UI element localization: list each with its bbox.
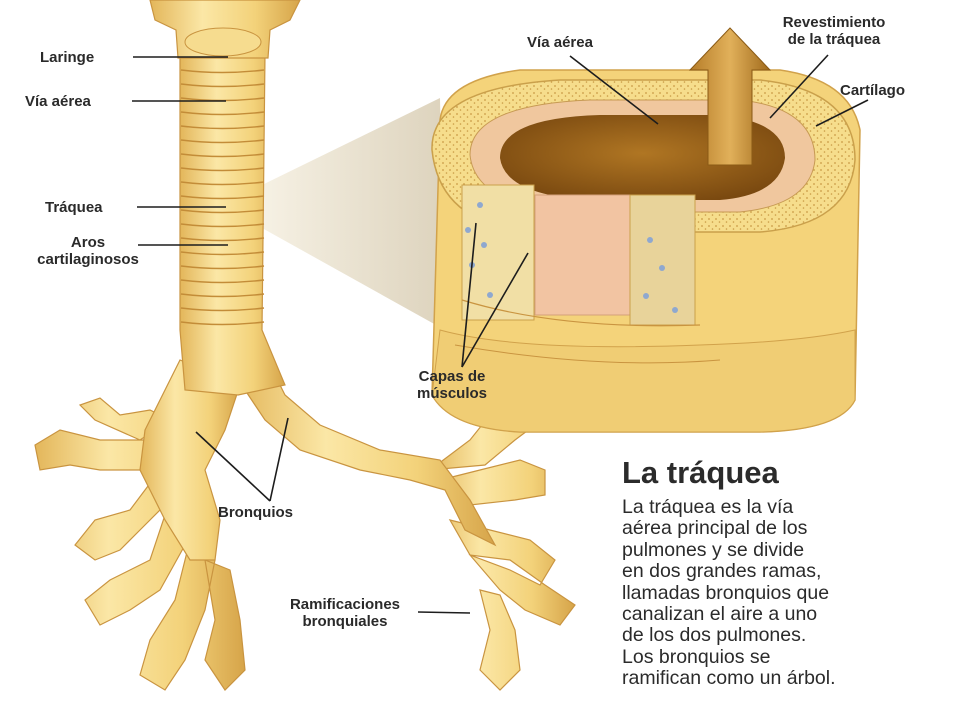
description-body: La tráquea es la vía aérea principal de … [622, 496, 952, 690]
description-title: La tráquea [622, 455, 779, 490]
labels: Laringe Vía aérea Tráquea Aros cartilagi… [25, 14, 905, 630]
cartilage-ring [180, 237, 265, 242]
description-line: pulmones y se divide [622, 538, 805, 561]
label-laringe: Laringe [40, 49, 94, 66]
label-revestimiento-line1: Revestimiento [783, 14, 886, 31]
description-line: en dos grandes ramas, [622, 560, 822, 583]
cartilage-ring [180, 307, 265, 312]
cartilage-ring [180, 293, 265, 298]
label-capas-line2: músculos [417, 385, 487, 402]
label-ramificaciones-line1: Ramificaciones [290, 596, 400, 613]
left-bronchial-branches [34, 397, 246, 691]
description-line: Los bronquios se [622, 645, 771, 668]
muscle-dots [465, 202, 678, 313]
label-traquea: Tráquea [45, 199, 103, 216]
cartilage-ring [180, 83, 265, 88]
description-line: La tráquea es la vía [622, 496, 794, 518]
description-line: llamadas bronquios que [622, 581, 830, 604]
description-line: aérea principal de los [622, 517, 808, 540]
label-via-aerea-inset: Vía aérea [527, 34, 594, 51]
cartilage-ring [180, 111, 265, 116]
label-bronquios: Bronquios [218, 504, 293, 521]
left-main-bronchus [139, 359, 241, 561]
leader-lines [132, 54, 869, 614]
inset-cut-face-right [629, 194, 696, 326]
cartilage-ring [180, 181, 265, 186]
projection-beam [262, 98, 445, 330]
label-capas-line1: Capas de [419, 368, 486, 385]
cartilage-ring [180, 209, 265, 214]
cartilage-ring [180, 167, 265, 172]
label-via-aerea-left: Vía aérea [25, 93, 92, 110]
label-aros-line1: Aros [71, 234, 105, 251]
cartilage-ring [180, 125, 265, 130]
cartilage-ring [180, 279, 265, 284]
cartilage-ring [180, 69, 265, 74]
cartilage-ring [180, 153, 265, 158]
label-aros-line2: cartilaginosos [37, 251, 139, 268]
label-cartilago: Cartílago [840, 82, 905, 99]
description-line: canalizan el aire a uno [622, 603, 818, 626]
label-ramificaciones-line2: bronquiales [302, 613, 387, 630]
description-panel: La tráquea La tráquea es la vía aérea pr… [622, 455, 952, 690]
cartilage-rings [180, 69, 265, 326]
larynx-shape [149, 0, 301, 59]
label-revestimiento-line2: de la tráquea [788, 31, 881, 48]
cartilage-ring [180, 139, 265, 144]
cartilage-ring [180, 251, 265, 256]
inset-cut-face-left [461, 184, 535, 321]
trachea-cross-section [431, 69, 861, 433]
cartilage-ring [180, 223, 265, 228]
cartilage-ring [180, 195, 265, 200]
right-main-bronchus [234, 364, 497, 547]
airflow-arrow [688, 27, 772, 166]
cartilage-ring [180, 321, 265, 326]
description-line: ramifican como un árbol. [622, 667, 836, 690]
cartilage-ring [180, 265, 265, 270]
inset-lining-face [534, 194, 631, 316]
description-line: de los dos pulmones. [622, 624, 807, 647]
right-bronchial-branches [427, 404, 576, 691]
